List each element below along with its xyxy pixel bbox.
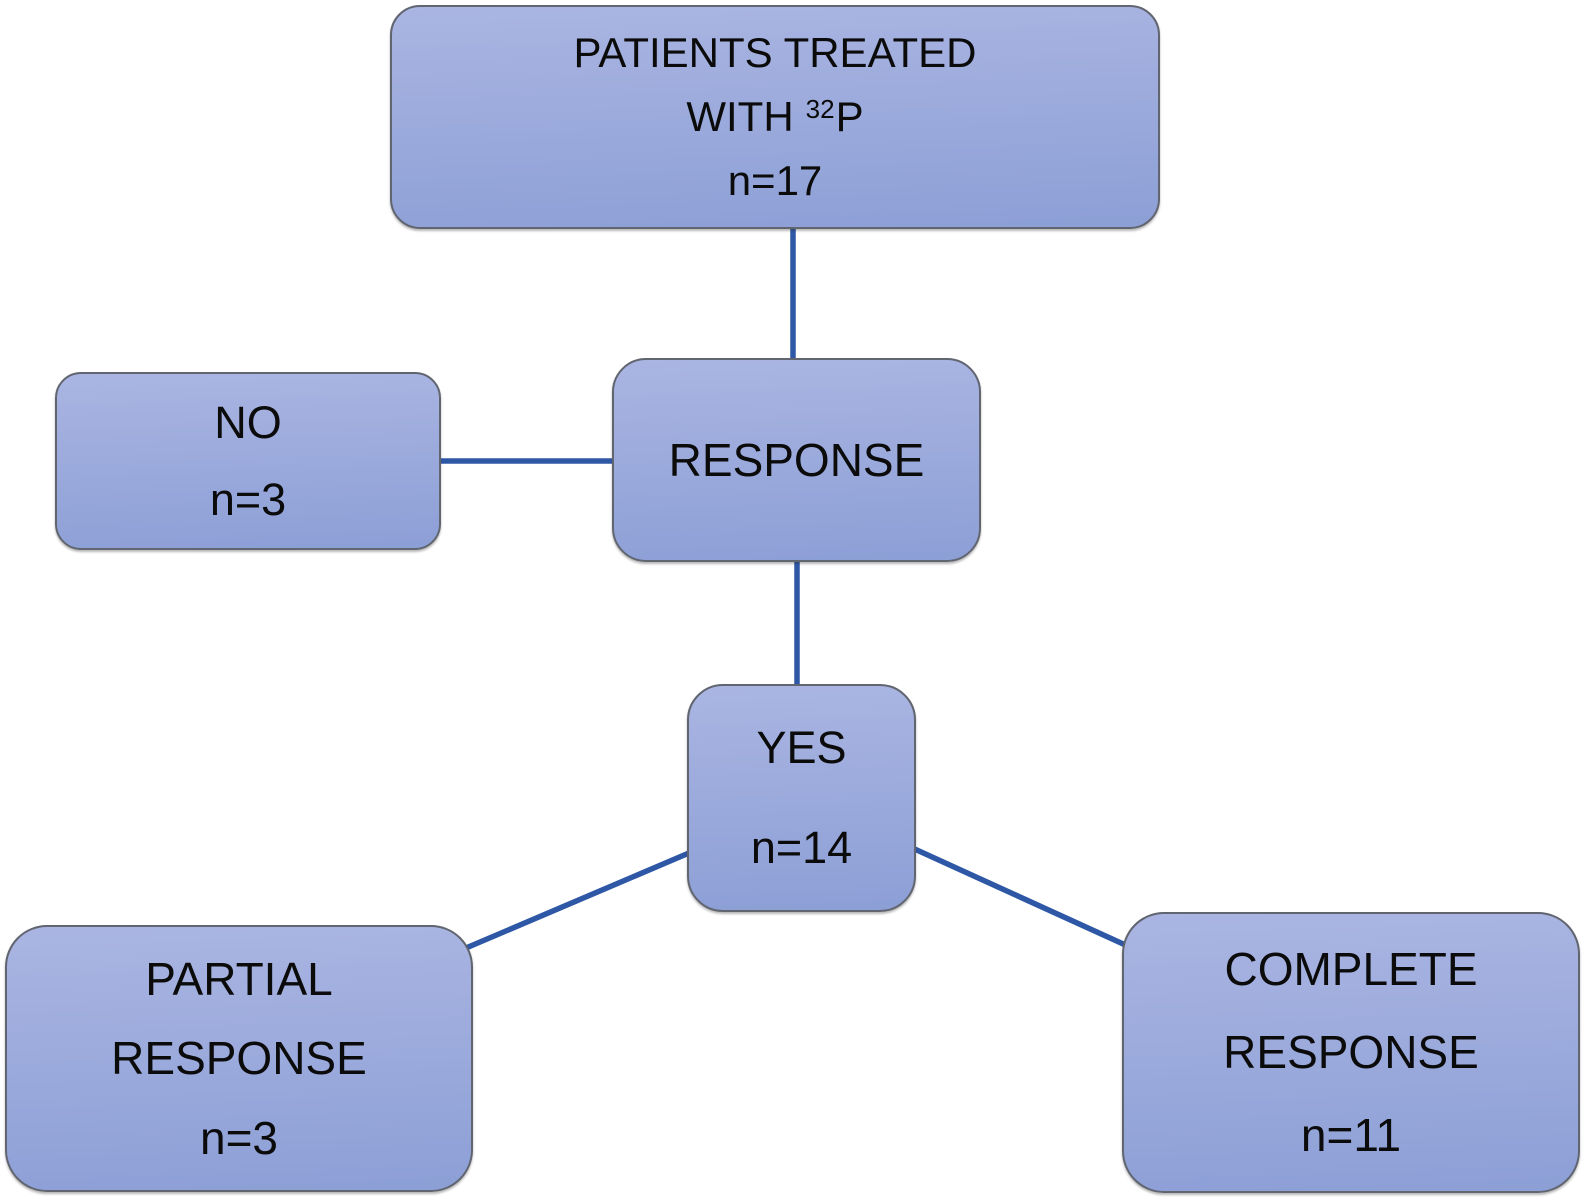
node-patients-count: n=17 bbox=[727, 156, 823, 204]
node-partial-line2: RESPONSE bbox=[111, 1032, 367, 1085]
node-complete-line1: COMPLETE bbox=[1224, 943, 1478, 996]
node-patients-line1: PATIENTS TREATED bbox=[573, 28, 977, 76]
node-response: RESPONSE bbox=[612, 358, 981, 562]
node-yes-count: n=14 bbox=[750, 822, 853, 874]
node-patients-line2: WITH 32P bbox=[686, 92, 864, 140]
node-no-count: n=3 bbox=[209, 473, 287, 525]
node-response-label: RESPONSE bbox=[668, 433, 925, 486]
node-patients-line2-prefix: WITH bbox=[686, 92, 794, 140]
node-patients-treated: PATIENTS TREATED WITH 32P n=17 bbox=[390, 5, 1160, 229]
connector-yes-complete bbox=[906, 843, 1134, 951]
node-partial-line1: PARTIAL bbox=[145, 952, 333, 1005]
node-partial-count: n=3 bbox=[199, 1111, 279, 1164]
node-partial-response: PARTIAL RESPONSE n=3 bbox=[5, 925, 473, 1192]
node-patients-line2-suffix: P bbox=[835, 92, 864, 140]
isotope-superscript: 32 bbox=[805, 93, 835, 124]
node-no-response: NO n=3 bbox=[55, 372, 441, 550]
node-yes-label: YES bbox=[756, 722, 847, 774]
connector-yes-partial bbox=[464, 847, 698, 951]
node-complete-response: COMPLETE RESPONSE n=11 bbox=[1122, 912, 1580, 1193]
node-complete-count: n=11 bbox=[1300, 1109, 1402, 1162]
node-yes-response: YES n=14 bbox=[687, 684, 916, 912]
node-complete-line2: RESPONSE bbox=[1223, 1026, 1479, 1079]
node-no-label: NO bbox=[214, 396, 282, 448]
